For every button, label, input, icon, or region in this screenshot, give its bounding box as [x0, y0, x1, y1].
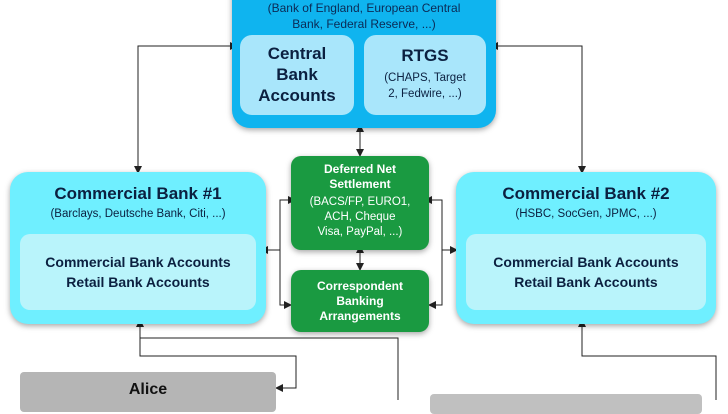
link-central-bank1 [134, 42, 238, 174]
central-bank-subtitle-line1: (Bank of England, European Central [267, 1, 461, 15]
central-bank-subtitle-line2: Bank, Federal Reserve, ...) [292, 17, 436, 31]
central-bank-accounts-line2: Bank [276, 65, 318, 84]
rtgs-box: RTGS (CHAPS, Target 2, Fedwire, ...) [364, 35, 486, 115]
correspondent-banking-box: Correspondent Banking Arrangements [291, 270, 429, 332]
link-central-bank2 [490, 42, 586, 174]
dns-sub-line1: (BACS/FP, EURO1, [309, 196, 411, 208]
commercial-bank-2-subtitle: (HSBC, SocGen, JPMC, ...) [515, 208, 657, 220]
link-bank1-alice-2 [140, 337, 399, 400]
link-bank1-dns [279, 196, 296, 309]
commercial-bank-1-accounts-line1: Commercial Bank Accounts [45, 254, 231, 270]
central-bank-subtitle: (Bank of England, European Central Bank,… [232, 0, 496, 32]
central-bank-accounts-line3: Accounts [258, 86, 336, 105]
commercial-bank-2-accounts-box: Commercial Bank Accounts Retail Bank Acc… [466, 234, 706, 310]
commercial-bank-2-title: Commercial Bank #2 [502, 184, 670, 203]
link-bank1-alice [136, 319, 297, 392]
rtgs-title: RTGS [401, 46, 449, 65]
dns-title-line2: Settlement [329, 177, 391, 191]
customer-2-box [430, 394, 702, 414]
correspondent-line1: Correspondent [316, 279, 403, 293]
commercial-bank-1-accounts-line2: Retail Bank Accounts [66, 274, 210, 290]
link-bank2-dns [424, 196, 443, 309]
central-bank-accounts-line1: Central [267, 44, 327, 63]
alice-box: Alice [20, 372, 276, 412]
rtgs-sub-line2: 2, Fedwire, ...) [388, 88, 462, 100]
correspondent-line2: Banking [336, 294, 384, 308]
commercial-bank-2-accounts-line2: Retail Bank Accounts [514, 274, 658, 290]
dns-sub-line2: ACH, Cheque [324, 211, 396, 223]
commercial-bank-1-box: Commercial Bank #1 (Barclays, Deutsche B… [10, 172, 266, 324]
commercial-bank-2-box: Commercial Bank #2 (HSBC, SocGen, JPMC, … [456, 172, 716, 324]
link-bank2-bob [578, 319, 717, 400]
dns-sub-line3: Visa, PayPal, ...) [317, 226, 403, 238]
alice-label: Alice [128, 381, 168, 398]
dns-title-line1: Deferred Net [323, 162, 397, 176]
correspondent-line3: Arrangements [319, 309, 401, 323]
commercial-bank-1-subtitle: (Barclays, Deutsche Bank, Citi, ...) [50, 208, 226, 220]
commercial-bank-1-title: Commercial Bank #1 [54, 184, 222, 203]
central-bank-accounts-box: Central Bank Accounts [240, 35, 354, 115]
connector-lines [134, 42, 717, 400]
deferred-net-settlement-box: Deferred Net Settlement (BACS/FP, EURO1,… [291, 156, 429, 250]
commercial-bank-2-accounts-line1: Commercial Bank Accounts [493, 254, 679, 270]
central-bank-box: (Bank of England, European Central Bank,… [232, 0, 496, 128]
rtgs-sub-line1: (CHAPS, Target [384, 72, 466, 84]
commercial-bank-1-accounts-box: Commercial Bank Accounts Retail Bank Acc… [20, 234, 256, 310]
